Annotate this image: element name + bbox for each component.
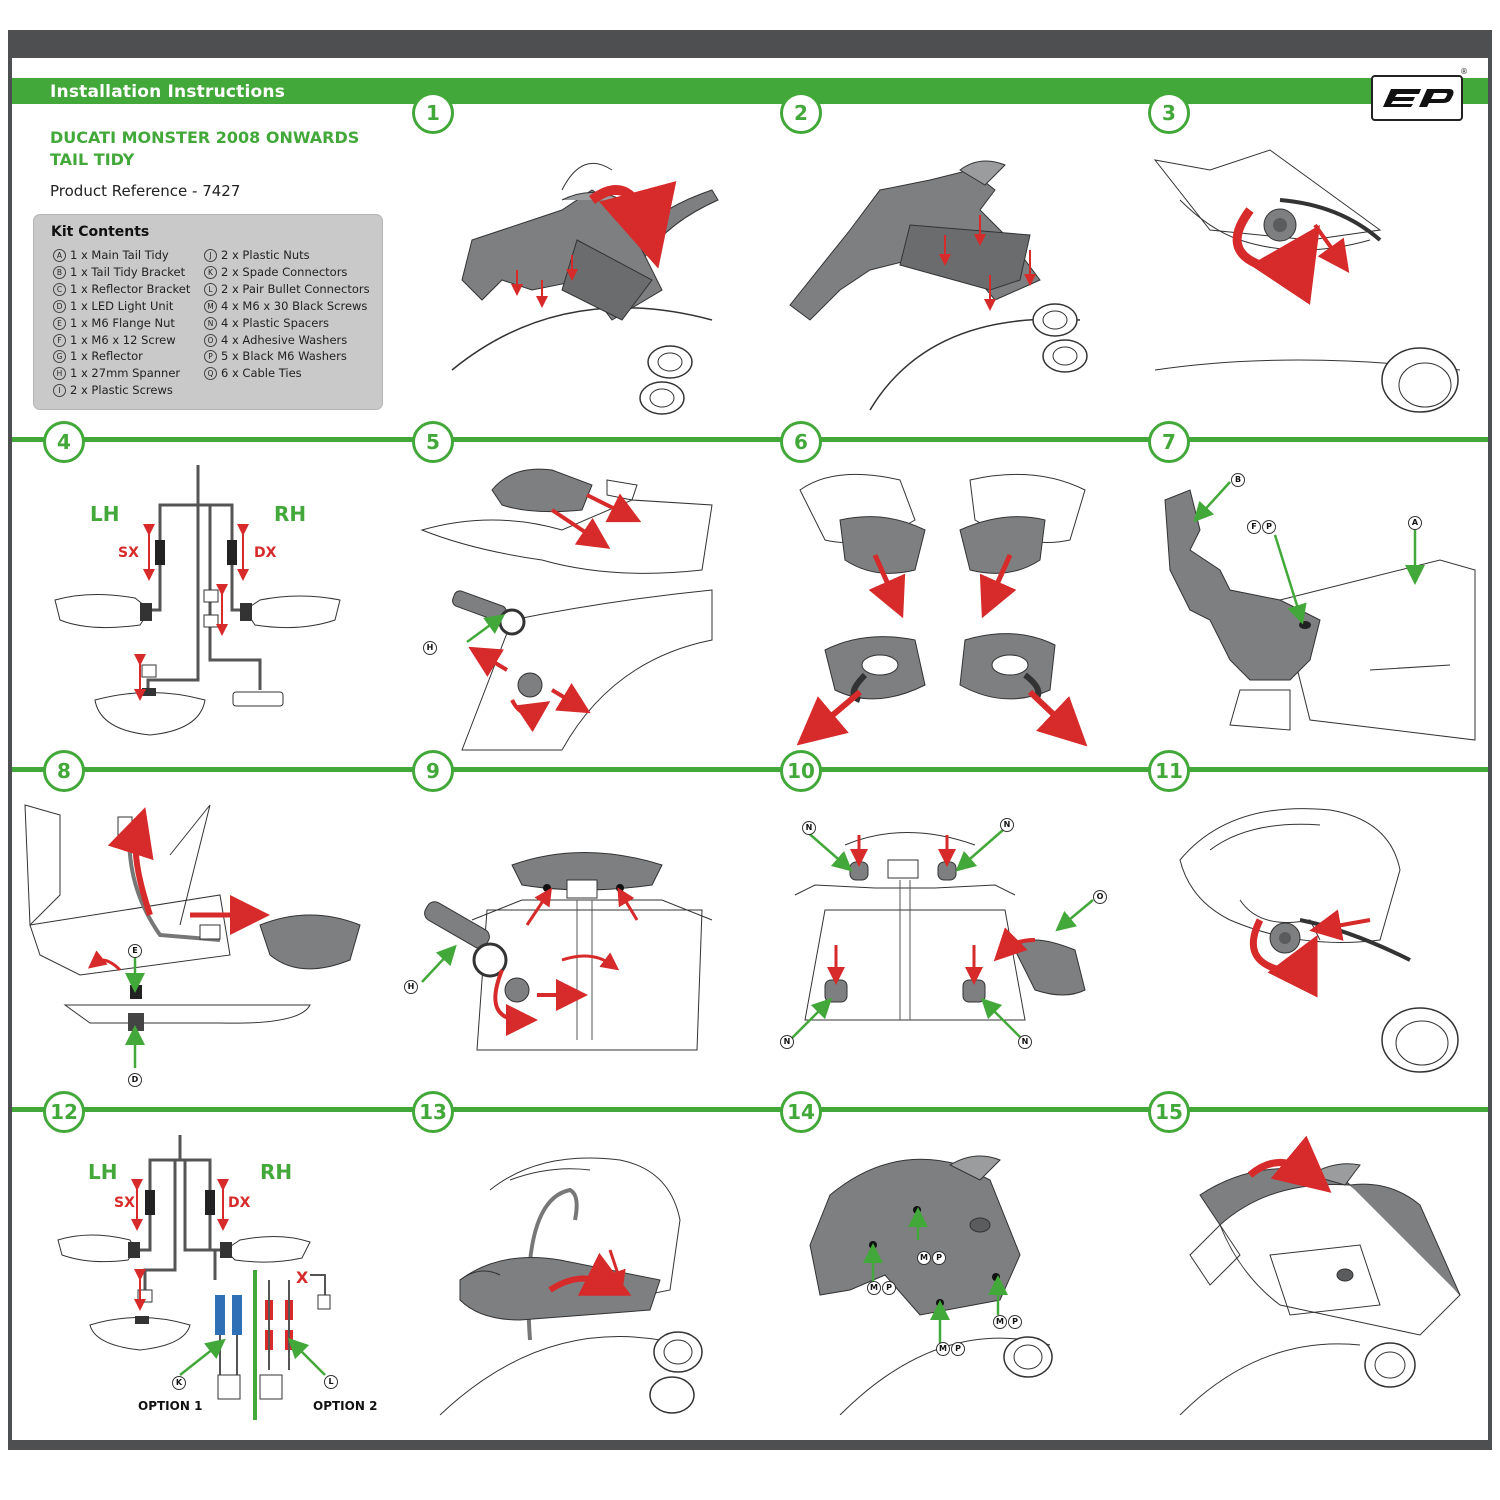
step-10-illustration (785, 800, 1115, 1100)
step-12-wiring-options (40, 1130, 370, 1430)
product-title-line2: TAIL TIDY (50, 150, 135, 169)
step-badge-10: 10 (780, 750, 822, 792)
step-14-illustration (790, 1135, 1120, 1435)
callout-a: A (1408, 516, 1422, 530)
step-7-illustration (1150, 460, 1480, 760)
wiring-sx-label: SX (114, 1195, 135, 1211)
callout-n: N (780, 1035, 794, 1049)
step-badge-9: 9 (412, 750, 454, 792)
wiring-left-hand-label: LH (90, 502, 120, 526)
wiring-right-hand-label: RH (274, 502, 307, 526)
step-15-illustration (1160, 1135, 1490, 1435)
step-badge-2: 2 (780, 92, 822, 134)
step-badge-5: 5 (412, 421, 454, 463)
callout-l: L (324, 1375, 338, 1389)
wiring-dx-label: DX (254, 545, 277, 561)
step-5-illustration (412, 460, 742, 760)
step-8-illustration (20, 785, 361, 1085)
header-title: Installation Instructions (50, 82, 286, 102)
callout-k: K (172, 1376, 186, 1390)
step-badge-15: 15 (1148, 1091, 1190, 1133)
step-11-illustration (1150, 790, 1480, 1090)
callout-n: N (1000, 818, 1014, 832)
callout-m: M (993, 1315, 1007, 1329)
callout-p: P (1008, 1315, 1022, 1329)
step-badge-7: 7 (1148, 421, 1190, 463)
ep-logo (1371, 75, 1463, 121)
step-badge-3: 3 (1148, 92, 1190, 134)
row-separator-3 (12, 1107, 1488, 1112)
callout-p: P (951, 1342, 965, 1356)
callout-h: H (404, 980, 418, 994)
callout-m: M (917, 1251, 931, 1265)
step-badge-8: 8 (43, 750, 85, 792)
callout-p: P (1262, 520, 1276, 534)
row-separator-2 (12, 767, 1488, 772)
step-badge-13: 13 (412, 1091, 454, 1133)
option-2-label: OPTION 2 (313, 1399, 378, 1413)
step-1-illustration (412, 130, 742, 430)
callout-h: H (423, 641, 437, 655)
product-reference: Product Reference - 7427 (50, 182, 241, 200)
callout-o: O (1093, 890, 1107, 904)
callout-p: P (932, 1251, 946, 1265)
wiring-sx-label: SX (118, 545, 139, 561)
product-title-line1: DUCATI MONSTER 2008 ONWARDS (50, 128, 360, 147)
option-1-label: OPTION 1 (138, 1399, 203, 1413)
step-badge-4: 4 (43, 421, 85, 463)
wiring-dx-label: DX (228, 1195, 251, 1211)
callout-b: B (1231, 473, 1245, 487)
callout-p: P (882, 1281, 896, 1295)
wiring-left-hand-label: LH (88, 1160, 118, 1184)
wiring-right-hand-label: RH (260, 1160, 293, 1184)
step-badge-11: 11 (1148, 750, 1190, 792)
step-badge-12: 12 (43, 1091, 85, 1133)
callout-n: N (802, 821, 816, 835)
step-badge-1: 1 (412, 92, 454, 134)
wiring-cross-mark: X (296, 1268, 309, 1287)
callout-n: N (1018, 1035, 1032, 1049)
callout-e: E (128, 944, 142, 958)
callout-d: D (128, 1073, 142, 1087)
kit-contents-title: Kit Contents (51, 224, 150, 240)
step-3-illustration (1150, 130, 1480, 430)
callout-m: M (867, 1281, 881, 1295)
callout-m: M (936, 1342, 950, 1356)
step-2-illustration (780, 130, 1110, 430)
step-6-illustration (785, 460, 1115, 760)
step-badge-14: 14 (780, 1091, 822, 1133)
step-4-wiring-diagram (40, 460, 370, 760)
registered-mark: ® (1460, 67, 1468, 76)
step-13-illustration (420, 1140, 750, 1440)
callout-f: F (1247, 520, 1261, 534)
step-badge-6: 6 (780, 421, 822, 463)
header-band (12, 78, 1488, 104)
step-9-illustration (412, 840, 742, 1140)
row-separator-1 (12, 437, 1488, 442)
